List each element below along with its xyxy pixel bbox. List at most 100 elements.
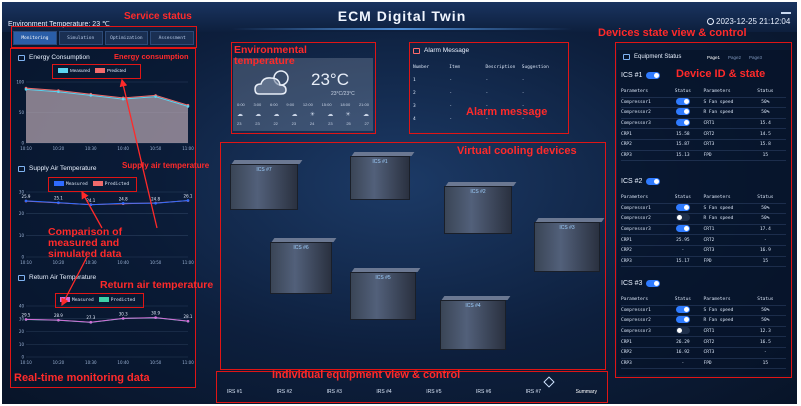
annotation-box-environment	[231, 42, 376, 134]
column-header: Number	[413, 65, 430, 70]
device-ics-4[interactable]: ICS #4	[440, 296, 511, 350]
cell: -	[449, 117, 452, 122]
page-tab-3[interactable]: Page3	[749, 55, 763, 60]
series-line	[25, 87, 189, 106]
y-tick-label: 10	[19, 233, 25, 238]
ics-3-power-toggle[interactable]	[646, 280, 661, 287]
environment-temperature: Environment Temperature: 23 ℃	[8, 21, 110, 28]
cell: 26.29	[676, 339, 690, 345]
legend-swatch	[92, 181, 103, 186]
weather-icon: ☀	[309, 112, 316, 118]
cell: FPD	[703, 152, 712, 158]
column-header: Parameters	[703, 89, 731, 95]
column-header: Item	[449, 65, 461, 70]
tab-optimization[interactable]: Optimization	[104, 31, 149, 45]
nav-irs-5[interactable]: IRS #5	[426, 389, 442, 395]
x-tick-label: 10:50	[150, 360, 162, 365]
nav-summary[interactable]: Summary	[575, 389, 597, 395]
legend-label: Measured	[66, 182, 88, 187]
energy-title: Energy Consumption	[29, 54, 90, 61]
annotation-return: Return air temperature	[100, 279, 214, 291]
cell: CRP2	[621, 142, 632, 148]
cell	[662, 327, 703, 336]
compressor-toggle[interactable]	[675, 108, 690, 116]
annotation-supply: Supply air temperature	[122, 161, 210, 170]
device-ics-2[interactable]: ICS #2	[444, 182, 517, 234]
cell: 16.9	[759, 248, 771, 254]
nav-irs-6[interactable]: IRS #6	[475, 389, 492, 395]
cell: Compressor2	[621, 110, 651, 116]
y-tick-label: 0	[21, 355, 24, 360]
tab-monitoring[interactable]: Monitoring	[13, 31, 57, 45]
y-tick-label: 0	[21, 141, 24, 146]
page-tab-2[interactable]: Page2	[728, 55, 742, 60]
compressor-toggle[interactable]	[675, 119, 690, 127]
weather-icons: ☁☁☁☁☀☁☀☁	[237, 111, 369, 118]
compressor-toggle[interactable]	[675, 316, 690, 324]
energy-header: Energy Consumption	[18, 54, 90, 61]
compressor-toggle[interactable]	[675, 225, 690, 233]
nav-irs-7[interactable]: IRS #7	[525, 389, 542, 395]
bell-icon	[413, 47, 420, 54]
device-ics-1[interactable]: ICS #1	[350, 152, 415, 200]
equipment-pager: Page1 Page2 Page3	[707, 55, 762, 60]
cell: Compressor2	[621, 318, 651, 324]
nav-irs-3[interactable]: IRS #3	[326, 389, 342, 395]
table-row[interactable]: 1---	[413, 74, 558, 87]
device-ics-5[interactable]: ICS #5	[350, 268, 421, 320]
cell: 15.87	[676, 142, 690, 148]
device-label: ICS #1	[372, 159, 388, 165]
data-point	[186, 199, 190, 202]
compressor-toggle[interactable]	[675, 305, 690, 313]
device-label: ICS #4	[465, 303, 481, 309]
nav-irs-2[interactable]: IRS #2	[276, 389, 293, 395]
annotation-virtual-devices: Virtual cooling devices	[457, 145, 577, 157]
ics-2-power-toggle[interactable]	[646, 178, 661, 185]
cell: 16.5	[759, 339, 771, 345]
nav-irs-4[interactable]: IRS #4	[376, 389, 392, 395]
return-title: Return Air Temperature	[29, 274, 97, 281]
tab-assessment[interactable]: Assessment	[150, 31, 194, 45]
cell: Compressor3	[621, 329, 651, 335]
cell: 50%	[761, 216, 770, 222]
app-title: ECM Digital Twin	[337, 8, 467, 24]
compressor-toggle[interactable]	[675, 214, 690, 222]
device-body	[440, 300, 506, 350]
device-body	[230, 164, 298, 210]
data-point	[24, 88, 28, 91]
device-ics-6[interactable]: ICS #6	[270, 238, 337, 294]
device-ics-3[interactable]: ICS #3	[534, 218, 605, 272]
cell: 15	[762, 152, 769, 158]
column-header: Parameters	[703, 195, 731, 201]
device-ics-7[interactable]: ICS #7	[230, 160, 303, 210]
table-row[interactable]: 2---	[413, 87, 558, 100]
hour-label: 0:00	[237, 102, 245, 107]
compressor-toggle[interactable]	[675, 327, 690, 335]
weather-icon: ☁	[273, 112, 280, 118]
cell: FPD	[703, 258, 712, 264]
hour-temp: 22	[273, 121, 278, 126]
nav-irs-1[interactable]: IRS #1	[227, 389, 243, 395]
table-row[interactable]: 4---	[413, 113, 558, 126]
page-tab-1[interactable]: Page1	[707, 55, 721, 60]
cell	[662, 119, 703, 128]
cell: -	[449, 78, 452, 83]
table-row[interactable]: 3---	[413, 100, 558, 113]
cell: CRT3	[703, 142, 715, 148]
minimize-icon[interactable]	[781, 12, 791, 14]
service-tabs: Monitoring Simulation Optimization Asses…	[13, 31, 194, 45]
compressor-toggle[interactable]	[675, 97, 690, 105]
ics-1-power-toggle[interactable]	[646, 72, 661, 79]
cell: R Fan speed	[703, 110, 734, 116]
compressor-toggle[interactable]	[675, 203, 690, 211]
tab-simulation[interactable]: Simulation	[58, 31, 103, 45]
cell: -	[449, 91, 452, 96]
cell: -	[485, 117, 489, 122]
